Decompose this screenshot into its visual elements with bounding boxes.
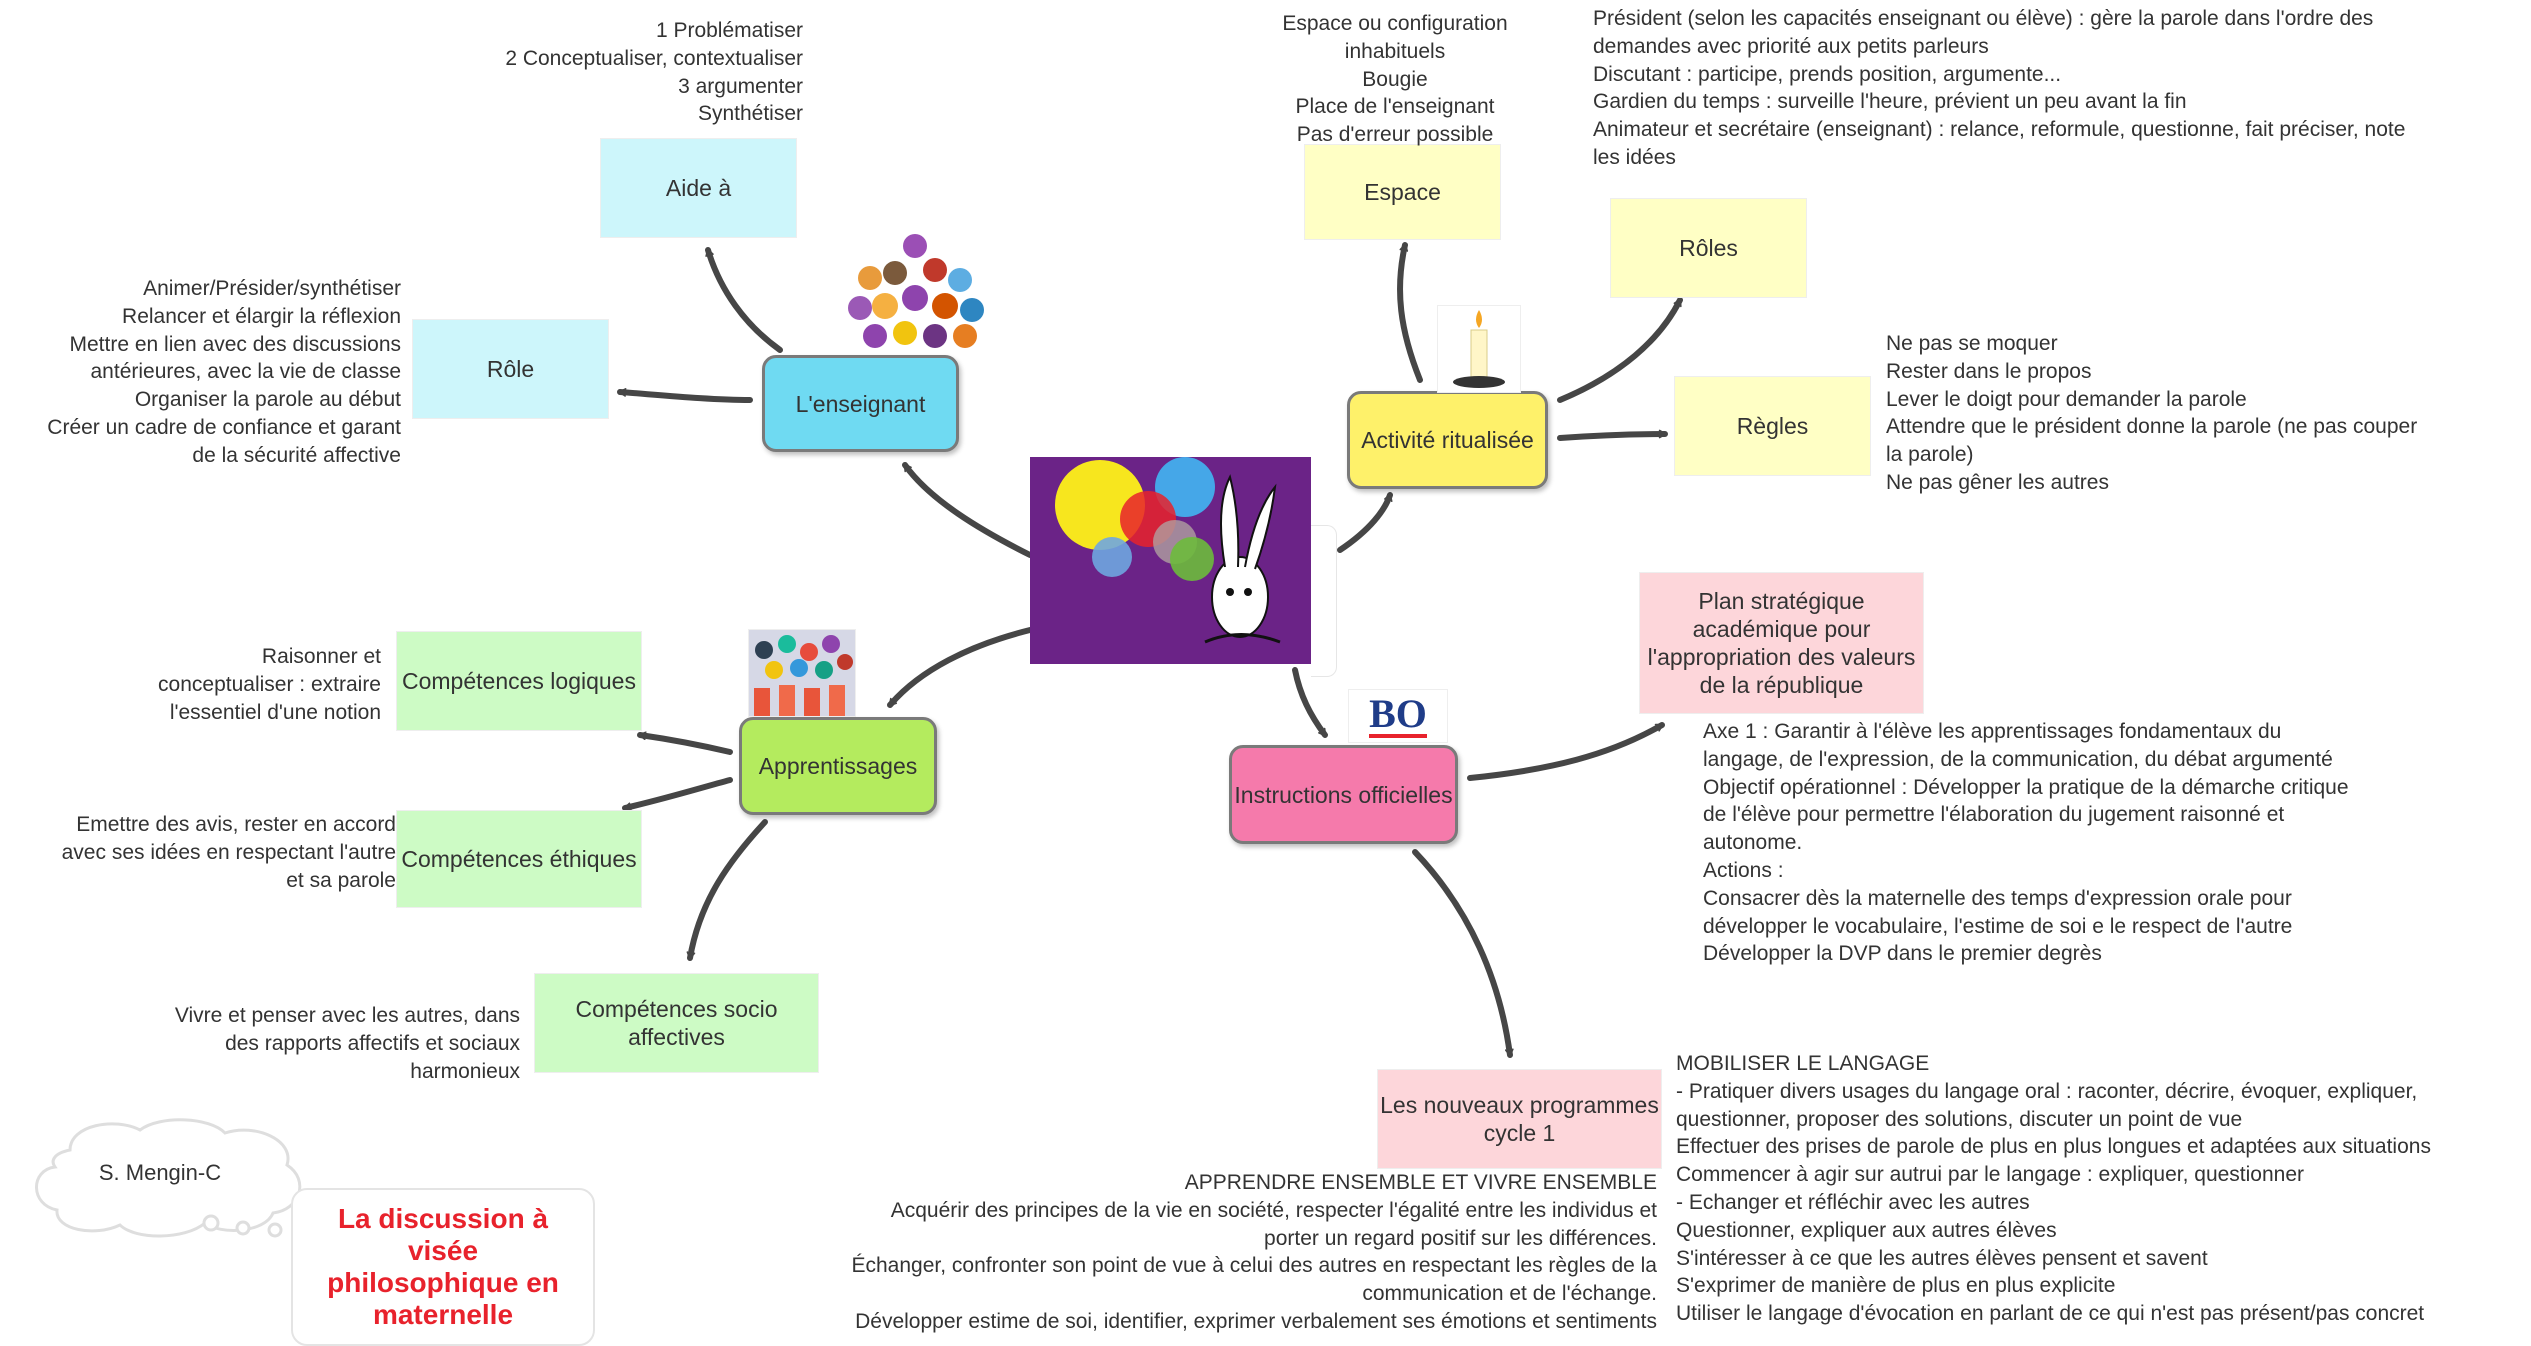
candle-icon <box>1437 305 1521 393</box>
arrow-activity-roles <box>1557 297 1683 403</box>
node-logiques[interactable]: Compétences logiques <box>397 632 641 730</box>
title-text: La discussion à visée philosophique en m… <box>327 1203 559 1330</box>
socio-details: Vivre et penser avec les autres, dans de… <box>174 1004 520 1083</box>
node-official[interactable]: Instructions officielles <box>1229 745 1458 844</box>
regles-details: Ne pas se moquer Rester dans le propos L… <box>1886 332 2418 494</box>
arrow-teacher-aide <box>705 247 783 353</box>
plan-details: Axe 1 : Garantir à l'élève les apprentis… <box>1703 720 2349 966</box>
logiques-details: Raisonner et conceptualiser : extraire l… <box>158 645 381 724</box>
node-activity[interactable]: Activité ritualisée <box>1347 391 1548 489</box>
node-socio[interactable]: Compétences socio affectives <box>535 974 818 1072</box>
central-frame <box>1311 525 1337 677</box>
role-details: Animer/Présider/synthétiser Relancer et … <box>47 277 401 467</box>
arrow-group <box>617 242 1683 1058</box>
central-illustration <box>1030 457 1311 664</box>
bo-logo-text: BO <box>1369 691 1427 738</box>
children-group-icon <box>840 228 990 353</box>
author-cloud: S. Mengin-C <box>25 1115 325 1245</box>
node-programmes[interactable]: Les nouveaux programmes cycle 1 <box>1378 1070 1661 1168</box>
ethiques-details: Emettre des avis, rester en accord avec … <box>61 813 396 892</box>
node-role[interactable]: Rôle <box>413 320 608 418</box>
hands-raised-icon <box>748 629 856 717</box>
arrow-center-teacher <box>902 462 1033 558</box>
roles-details: Président (selon les capacités enseignan… <box>1593 7 2406 169</box>
arrow-activity-espace <box>1397 242 1423 383</box>
node-aide[interactable]: Aide à <box>601 139 796 237</box>
arrow-center-activity <box>1337 492 1393 553</box>
arrow-activity-regles <box>1557 429 1668 441</box>
speech-bubbles-rabbit-icon <box>1055 457 1281 644</box>
arrow-official-plan <box>1467 722 1665 781</box>
arrow-learning-logiques <box>637 731 733 755</box>
arrow-center-learning <box>887 627 1033 708</box>
node-plan[interactable]: Plan stratégique académique pour l'appro… <box>1640 573 1923 713</box>
arrow-learning-ethiques <box>622 777 733 812</box>
node-ethiques[interactable]: Compétences éthiques <box>397 811 641 907</box>
author-name: S. Mengin-C <box>98 1160 222 1185</box>
arrow-center-official <box>1292 667 1328 738</box>
node-roles[interactable]: Rôles <box>1611 199 1806 297</box>
arrow-teacher-role <box>617 388 753 403</box>
node-learning[interactable]: Apprentissages <box>739 717 937 815</box>
arrow-official-programmes <box>1412 849 1514 1058</box>
aide-details: 1 Problématiser 2 Conceptualiser, contex… <box>505 19 803 126</box>
arrow-learning-socio <box>686 819 768 961</box>
node-espace[interactable]: Espace <box>1305 145 1500 239</box>
espace-details: Espace ou configuration inhabituels Boug… <box>1282 12 1508 147</box>
thought-cloud-icon <box>35 1118 302 1238</box>
programmes-right-details: MOBILISER LE LANGAGE - Pratiquer divers … <box>1676 1052 2431 1326</box>
node-regles[interactable]: Règles <box>1675 377 1870 475</box>
diagram-title: La discussion à visée philosophique en m… <box>291 1188 595 1346</box>
programmes-left-details: APPRENDRE ENSEMBLE ET VIVRE ENSEMBLE Acq… <box>851 1171 1657 1333</box>
bo-logo: BO <box>1348 689 1448 743</box>
node-teacher[interactable]: L'enseignant <box>762 355 959 452</box>
